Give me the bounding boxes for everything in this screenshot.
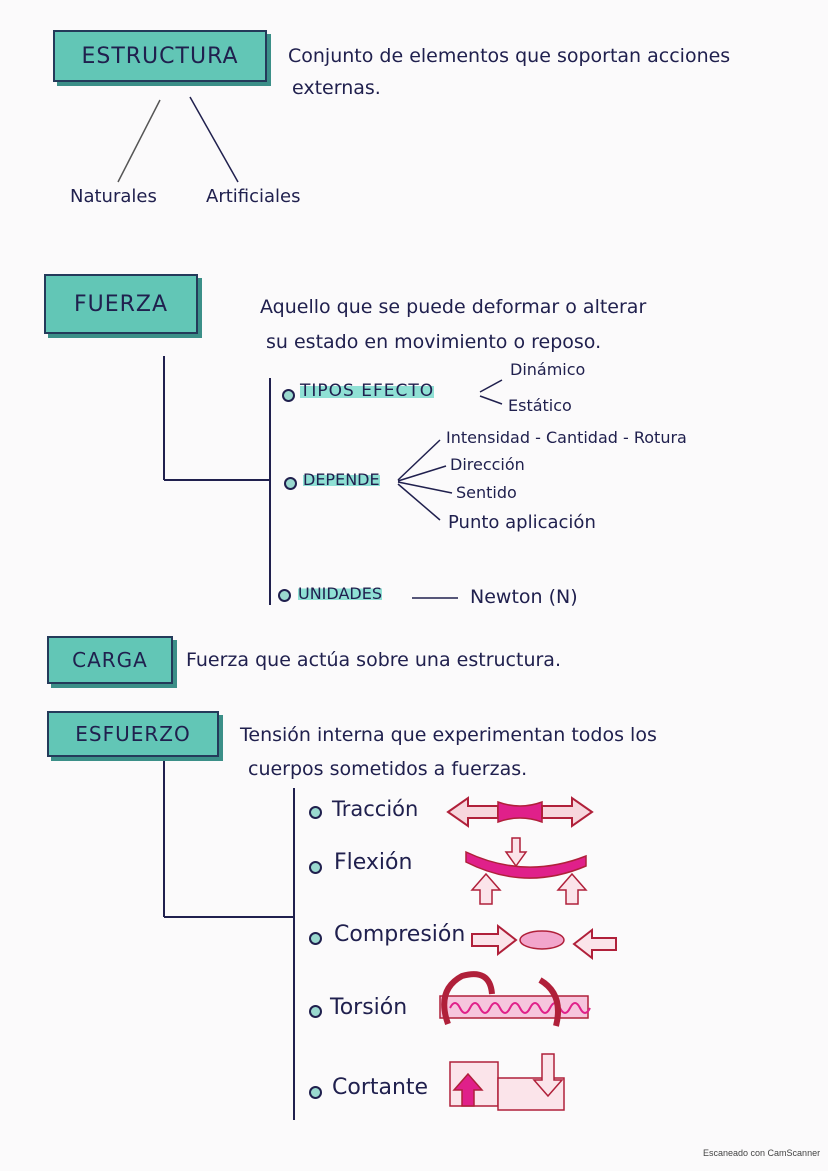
carga-title-box: CARGA <box>47 636 173 684</box>
bullet-tipos <box>282 389 295 402</box>
unidades-value: Newton (N) <box>470 586 578 608</box>
esfuerzo-definition-line2: cuerpos sometidos a fuerzas. <box>248 758 528 780</box>
esfuerzo-title-box: ESFUERZO <box>47 711 219 757</box>
bullet-compresion <box>309 932 322 945</box>
type-flexion: Flexión <box>334 850 413 875</box>
type-torsion: Torsión <box>330 995 408 1020</box>
depende-item-sentido: Sentido <box>456 483 517 502</box>
type-compresion: Compresión <box>334 922 466 947</box>
bullet-flexion <box>309 861 322 874</box>
bullet-torsion <box>309 1005 322 1018</box>
fuerza-title-box: FUERZA <box>44 274 198 334</box>
fuerza-title: FUERZA <box>73 291 169 317</box>
carga-title: CARGA <box>72 648 148 672</box>
depende-item-direccion: Dirección <box>450 455 525 474</box>
bullet-depende <box>284 477 297 490</box>
depende-item-intensidad: Intensidad - Cantidad - Rotura <box>446 428 687 447</box>
branch-artificiales: Artificiales <box>206 186 301 207</box>
type-cortante: Cortante <box>332 1075 429 1100</box>
estructura-title-box: ESTRUCTURA <box>53 30 267 82</box>
type-traccion: Tracción <box>332 797 419 821</box>
esfuerzo-definition-line1: Tensión interna que experimentan todos l… <box>240 724 657 746</box>
flexion-diagram <box>465 837 588 905</box>
carga-definition: Fuerza que actúa sobre una estructura. <box>186 649 561 671</box>
fuerza-definition-line1: Aquello que se puede deformar o alterar <box>260 296 647 318</box>
estructura-definition-line2: externas. <box>292 77 381 99</box>
footer-watermark: Escaneado con CamScanner <box>703 1148 821 1158</box>
estructura-definition-line1: Conjunto de elementos que soportan accio… <box>288 45 731 67</box>
bullet-traccion <box>309 806 322 819</box>
esfuerzo-title: ESFUERZO <box>75 722 191 746</box>
unidades-label: UNIDADES <box>298 584 382 603</box>
tipos-item-estatico: Estático <box>508 396 572 415</box>
fuerza-definition-line2: su estado en movimiento o reposo. <box>266 331 602 353</box>
branch-naturales: Naturales <box>70 186 157 207</box>
tipos-item-dinamico: Dinámico <box>510 360 586 379</box>
cortante-diagram <box>449 1053 565 1111</box>
torsion-diagram <box>439 971 591 1027</box>
depende-label: DEPENDE <box>303 470 380 489</box>
compresion-diagram <box>471 923 617 961</box>
traccion-diagram <box>446 796 594 828</box>
tipos-label: TIPOS EFECTO <box>300 381 435 401</box>
estructura-title: ESTRUCTURA <box>81 43 239 69</box>
depende-item-punto: Punto aplicación <box>448 512 596 533</box>
bullet-cortante <box>309 1086 322 1099</box>
bullet-unidades <box>278 589 291 602</box>
